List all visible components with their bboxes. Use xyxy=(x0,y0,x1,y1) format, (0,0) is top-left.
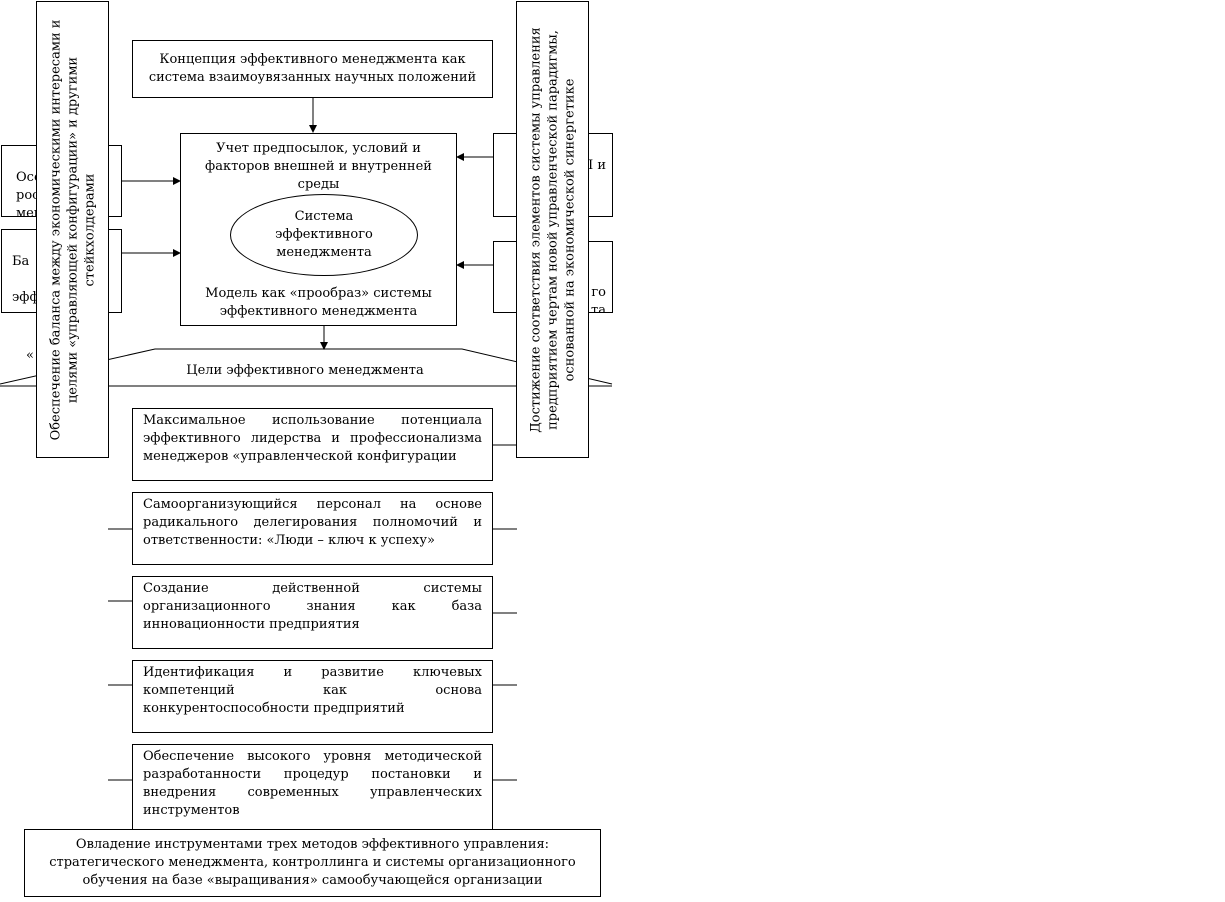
goal-box-3: Создание действенной системы организацио… xyxy=(132,576,493,649)
goal-box-1: Максимальное использование потенциала эф… xyxy=(132,408,493,481)
right-vertical-box: Достижение соответствия элементов систем… xyxy=(516,1,589,458)
left-side-box-1-text: Осо рос мен xyxy=(16,170,43,217)
goal-box-5: Обеспечение высокого уровня методической… xyxy=(132,744,493,834)
goal-text-3: Создание действенной системы организацио… xyxy=(143,581,482,632)
left-side-box-2-text: Ба эфф мен xyxy=(12,254,40,312)
system-ellipse: Система эффективного менеджмента xyxy=(230,194,418,276)
goal-box-4: Идентификация и развитие ключевых компет… xyxy=(132,660,493,733)
left-vertical-text: Обеспечение баланса между экономическими… xyxy=(48,19,97,440)
left-vertical-box: Обеспечение баланса между экономическими… xyxy=(36,1,109,458)
top-concept-text: Концепция эффективного менеджмента как с… xyxy=(148,52,477,85)
goal-text-4: Идентификация и развитие ключевых компет… xyxy=(143,665,482,716)
bottom-methods-box: Овладение инструментами трех методов эфф… xyxy=(24,829,601,897)
system-ellipse-text: Система эффективного менеджмента xyxy=(275,209,373,260)
goal-box-2: Самоорганизующийся персонал на основе ра… xyxy=(132,492,493,565)
center-bottom-text: Модель как «прообраз» системы эффективно… xyxy=(205,286,432,319)
center-top-text: Учет предпосылок, условий и факторов вне… xyxy=(205,141,432,192)
bottom-methods-text: Овладение инструментами трех методов эфф… xyxy=(49,837,576,888)
goal-text-1: Максимальное использование потенциала эф… xyxy=(143,413,482,464)
goal-text-5: Обеспечение высокого уровня методической… xyxy=(143,749,482,818)
goals-band-label: Цели эффективного менеджмента xyxy=(186,363,424,378)
left-fragment-text: « xyxy=(26,348,34,363)
goal-text-2: Самоорганизующийся персонал на основе ра… xyxy=(143,497,482,548)
top-concept-box: Концепция эффективного менеджмента как с… xyxy=(132,40,493,98)
right-vertical-text: Достижение соответствия элементов систем… xyxy=(528,26,577,433)
